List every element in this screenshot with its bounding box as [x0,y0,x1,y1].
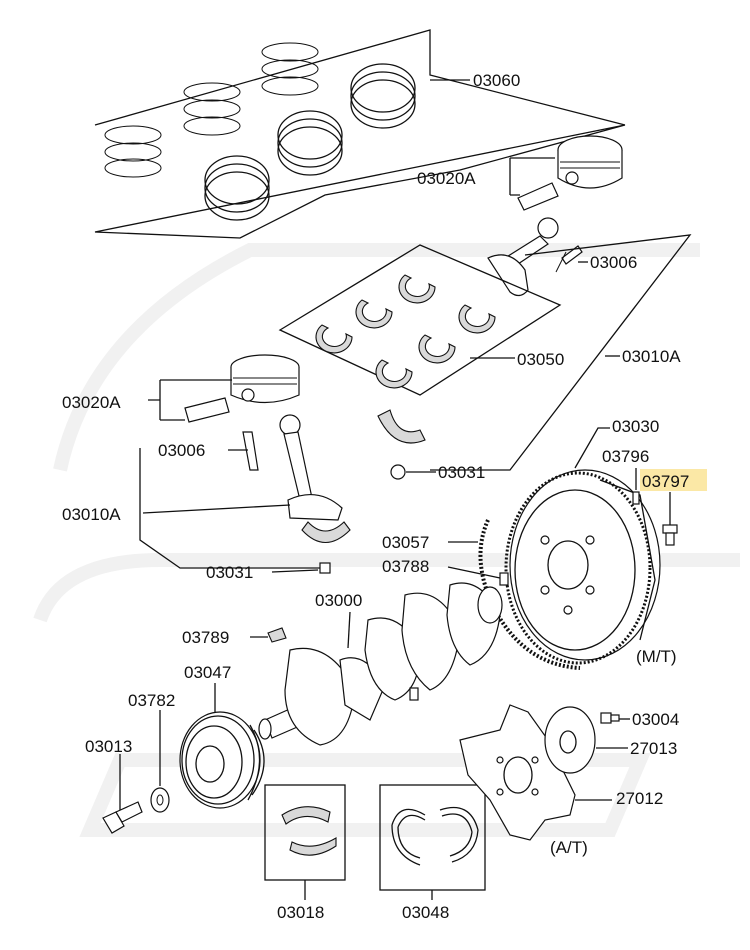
flywheel-bolt-03797[interactable]: 03797 [640,469,707,546]
label-03050: 03050 [517,350,564,369]
thrust-bearing-03018[interactable]: 03018 [264,784,346,922]
bearing-cap-icon [301,521,351,544]
label-03796: 03796 [602,447,649,466]
bearing-shells-icon [315,274,496,389]
bearing-cap-mid-03031[interactable]: 03031 [377,409,485,482]
piston-rings-icon [104,42,416,221]
crank-pulley-03047[interactable]: 03047 [179,663,265,809]
pilot-bearing-03788[interactable]: 03788 [382,557,509,586]
label-03006-top: 03006 [590,253,637,272]
nut-icon [390,464,406,480]
piston-icon [184,354,300,423]
adapter-plate-icon [544,706,596,774]
piston-icon [517,135,623,211]
label-03020a-top: 03020A [417,169,476,188]
label-03004: 03004 [632,710,679,729]
crankshaft-icon [258,582,503,746]
label-03789: 03789 [182,628,229,647]
label-27012: 27012 [616,789,663,808]
label-03057: 03057 [382,533,429,552]
label-03013: 03013 [85,737,132,756]
bolt-icon [662,524,678,546]
label-27013: 27013 [630,739,677,758]
bearing-cap-left-03031[interactable]: 03031 [206,521,351,582]
pin-icon [632,491,640,505]
label-03010a-left: 03010A [62,505,121,524]
label-03060: 03060 [473,71,520,90]
woodruff-key-03789[interactable]: 03789 [182,627,287,647]
connecting-rod-top-03006[interactable]: 03006 [487,217,637,297]
adapter-plate-27013[interactable]: 27013 [544,706,677,774]
label-03797: 03797 [642,472,689,491]
label-03020a-left: 03020A [62,393,121,412]
label-03030: 03030 [612,417,659,436]
conrod-assembly-03010a-right[interactable]: 03010A [430,234,692,471]
dowel-pin-03796[interactable]: 03796 [602,447,649,505]
flywheel-icon [504,469,661,665]
label-03782: 03782 [128,691,175,710]
label-03047: 03047 [184,663,231,682]
nut-icon [319,562,331,574]
key-icon [267,627,287,643]
label-03000: 03000 [315,591,362,610]
label-03031-left: 03031 [206,563,253,582]
thrust-washer-icon [391,806,479,866]
crankshaft-03000[interactable]: 03000 [258,582,503,746]
piston-top-03020a[interactable]: 03020A [417,135,623,211]
label-03006-left: 03006 [158,441,205,460]
thrust-washers-03048[interactable]: 03048 [379,784,486,922]
label-03018: 03018 [277,903,324,922]
manual-transmission-note: (M/T) [636,647,677,666]
piston-ring-set-03060[interactable]: 03060 [94,29,626,239]
label-03031-mid: 03031 [438,463,485,482]
crank-bolt-03013[interactable]: 03013 [85,737,143,834]
washer-icon [150,787,170,813]
bolt-icon [600,712,620,724]
label-03048: 03048 [402,903,449,922]
connecting-rod-icon [487,217,583,297]
highlight-box [640,469,707,491]
washer-03782[interactable]: 03782 [128,691,175,813]
drive-plate-bolt-03004[interactable]: 03004 [600,710,679,729]
bearing-set-03050[interactable]: 03050 [278,244,564,396]
flywheel-03030[interactable]: 03030 [504,417,661,665]
label-03010a-right: 03010A [622,347,681,366]
pulley-icon [179,711,265,809]
bearing-shell-icon [281,806,337,856]
pin-icon [499,572,509,586]
label-03788: 03788 [382,557,429,576]
piston-left-03020a[interactable]: 03020A [62,354,300,423]
bearing-cap-icon [377,409,426,444]
bolt-icon [102,801,143,834]
connecting-rod-left[interactable]: 03006 03010A [62,414,343,569]
connecting-rod-icon [242,414,343,521]
automatic-transmission-note: (A/T) [550,838,588,857]
